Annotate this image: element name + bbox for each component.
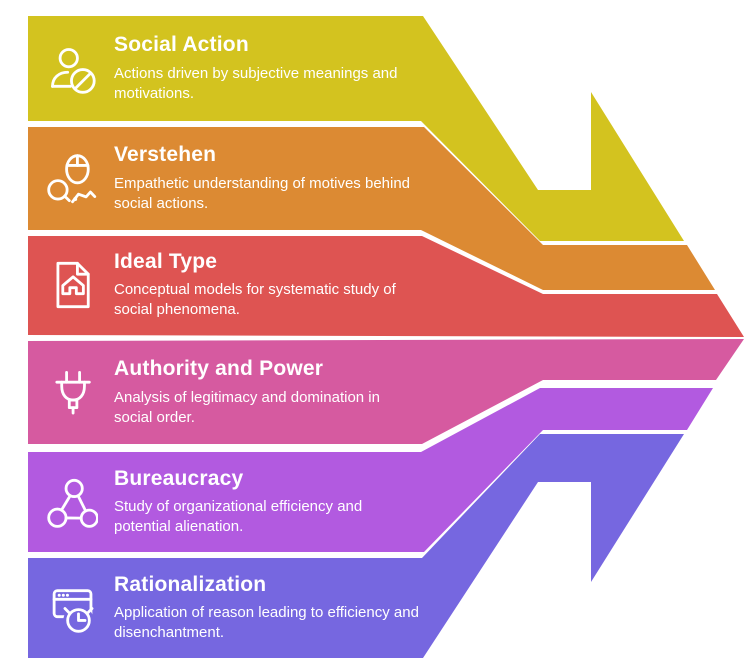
band-shape-bureaucracy xyxy=(28,388,713,552)
band-shape-authority-and-power xyxy=(28,339,744,444)
band-shape-ideal-type xyxy=(28,236,744,337)
band-shape-social-action xyxy=(28,16,684,241)
band-shape-verstehen xyxy=(28,127,715,290)
band-shape-rationalization xyxy=(28,434,684,658)
